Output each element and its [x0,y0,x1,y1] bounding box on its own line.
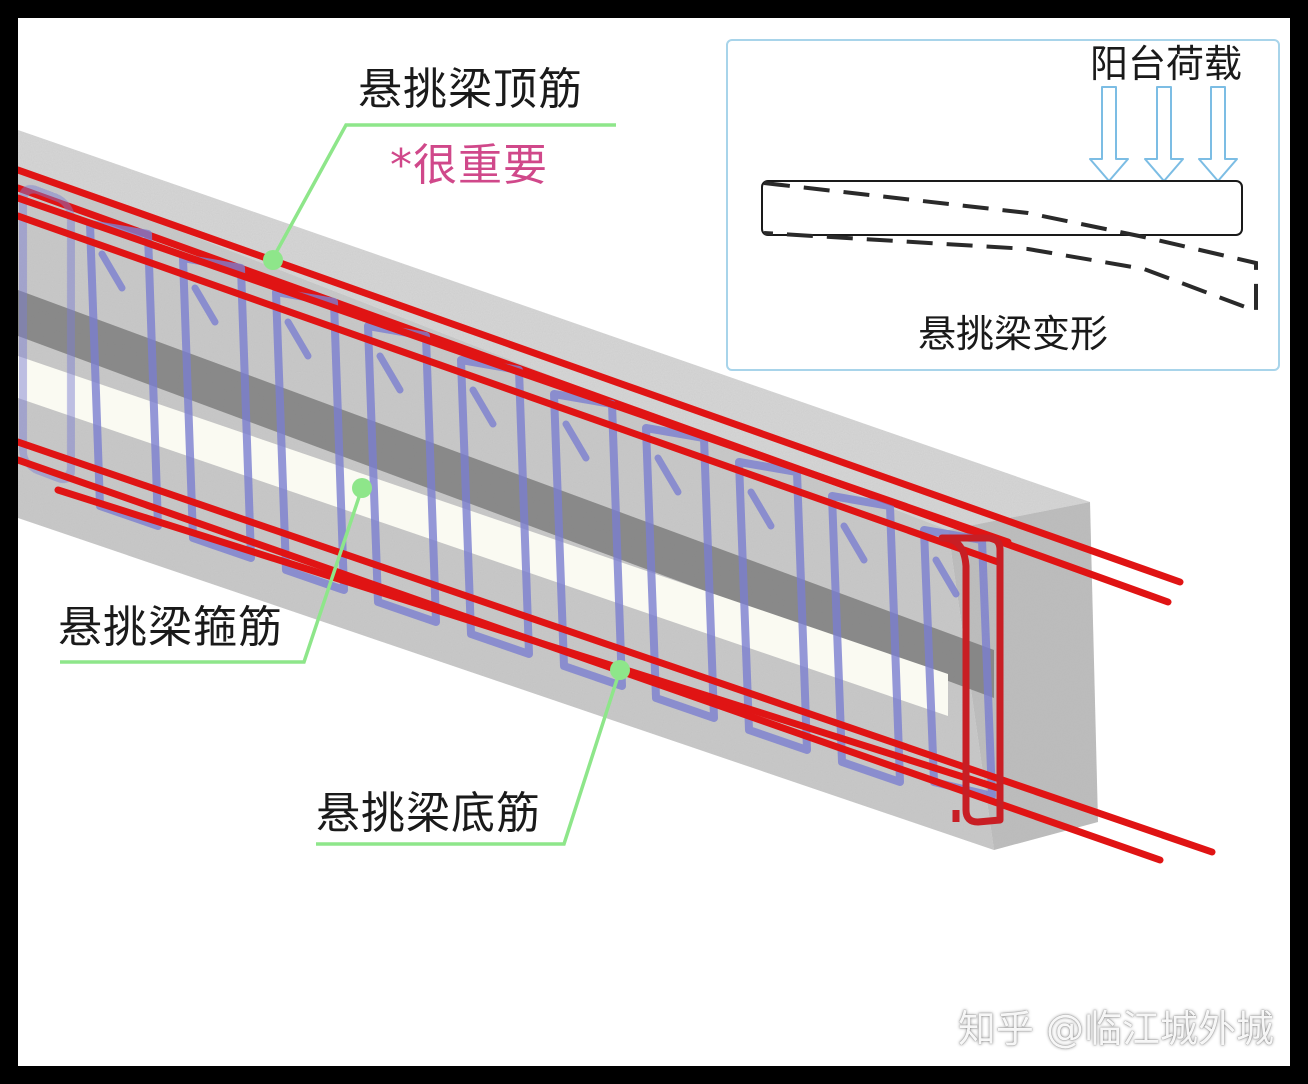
leader-lines [60,123,622,846]
top-bar-dot [263,250,283,270]
rebar-cage [18,166,1216,864]
bottom-bar-dot [610,660,630,680]
original-beam-outline [761,180,1243,236]
deformed-beam-outline [763,181,1258,314]
bottom-bar-leader [316,669,622,846]
top-rebars [18,194,1012,566]
leader-dots [263,250,630,680]
bottom-rebars [18,438,1216,864]
stirrup-8 [642,424,718,722]
stirrup-leader [60,487,364,664]
deformation-inset: 阳台荷载 悬挑梁变形 [726,39,1280,371]
stirrup-10 [828,492,904,786]
stirrups [19,184,996,800]
bottom-bar-label: 悬挑梁底筋 [316,788,541,839]
stirrup-label: 悬挑梁箍筋 [58,602,283,653]
load-label: 阳台荷载 [1090,42,1243,86]
beam-dark-band [18,290,994,698]
top-bar-label: 悬挑梁顶筋 [358,64,583,115]
deformation-label: 悬挑梁变形 [918,312,1109,356]
deformation-inset-figure [761,86,1258,314]
load-arrow-icon [1089,86,1129,182]
cantilever-beam-3d-illustration [18,123,1216,864]
watermark: 知乎 @临江城外城 [957,1007,1274,1051]
stirrup-3 [179,254,255,562]
load-arrows [1089,86,1238,182]
stirrup-1 [19,184,75,484]
stirrup-2 [86,220,162,530]
load-arrow-icon [1198,86,1238,182]
top-bar-leader [270,123,616,261]
stirrup-hooks [98,250,960,598]
stirrup-dot [352,478,372,498]
diagram-canvas: 悬挑梁顶筋 *很重要 悬挑梁箍筋 悬挑梁底筋 阳台荷载 悬挑梁变形 知乎 @临江… [18,18,1290,1066]
stirrup-9 [735,458,811,754]
important-note: *很重要 [390,140,548,191]
front-stirrup [938,534,1004,826]
load-arrow-icon [1144,86,1184,182]
